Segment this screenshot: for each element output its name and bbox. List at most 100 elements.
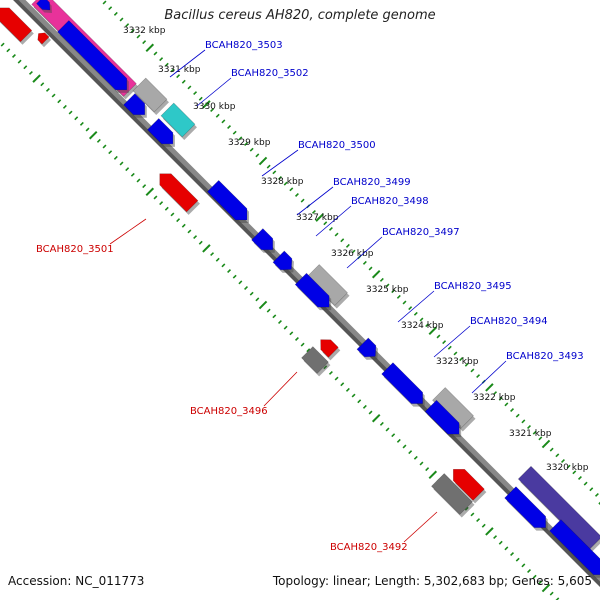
tick-row-lower (538, 580, 543, 585)
tick-row-upper (142, 40, 147, 45)
tick-row-upper (485, 383, 494, 392)
gene-3498 (251, 228, 274, 251)
scale-label: 3330 kbp (193, 102, 236, 112)
tick-row-upper (351, 249, 356, 254)
label-leader (296, 186, 334, 216)
tick-row-lower (202, 244, 211, 253)
tick-row-lower (283, 325, 288, 330)
tick-row-lower (102, 144, 107, 149)
tick-row-upper (170, 68, 175, 73)
tick-row-upper (419, 317, 424, 322)
tick-row-upper (249, 147, 254, 152)
tick-row-lower (85, 127, 90, 132)
scale-label: 3321 kbp (509, 429, 552, 439)
tick-row-lower (232, 274, 237, 279)
tick-row-lower (345, 387, 350, 392)
tick-row-lower (108, 150, 113, 155)
tick-row-lower (371, 413, 381, 423)
tick-row-upper (425, 323, 430, 328)
tick-row-lower (357, 399, 362, 404)
tick-row-lower (153, 195, 158, 200)
gene-small-red (37, 32, 50, 45)
tick-row-lower (130, 172, 135, 177)
scale-label: 3329 kbp (228, 138, 271, 148)
tick-row-lower (379, 421, 384, 426)
tick-row-upper (283, 181, 288, 186)
gene-label-forward: BCAH820_3494 (470, 316, 548, 327)
tick-row-upper (215, 113, 220, 118)
gene-3499 (206, 179, 248, 221)
tick-row-lower (510, 552, 515, 557)
tick-row-lower (244, 286, 248, 290)
label-leader (471, 360, 507, 394)
tick-row-lower (323, 365, 328, 370)
tick-row-lower (498, 540, 503, 545)
tick-row-upper (464, 362, 469, 367)
tick-row-upper (255, 153, 260, 158)
tick-row-lower (425, 467, 430, 472)
tick-row-lower (40, 82, 45, 87)
gray-feature-3502 (132, 77, 168, 113)
tick-row-lower (142, 184, 147, 189)
tick-row-lower (413, 455, 418, 460)
genome-info-text: Topology: linear; Length: 5,302,683 bp; … (272, 574, 592, 588)
tick-row-upper (238, 136, 243, 141)
tick-row-lower (402, 444, 407, 449)
scale-label: 3326 kbp (331, 249, 374, 259)
gene-label-reverse: BCAH820_3492 (330, 542, 408, 553)
tick-row-lower (221, 263, 226, 268)
scale-label: 3325 kbp (366, 285, 409, 295)
gene-label-forward: BCAH820_3498 (351, 196, 429, 207)
tick-row-upper (549, 447, 554, 452)
tick-row-lower (340, 382, 345, 387)
tick-row-lower (391, 433, 396, 438)
tick-row-upper (470, 368, 475, 373)
tick-row-upper (258, 156, 268, 166)
tick-row-lower (408, 450, 413, 455)
label-leader (403, 511, 438, 543)
tick-row-upper (210, 108, 215, 113)
tick-row-lower (334, 376, 339, 381)
gene-labels: BCAH820_3503BCAH820_3502BCAH820_3500BCAH… (36, 40, 584, 553)
tick-row-upper (391, 289, 396, 294)
tick-row-upper (515, 413, 520, 418)
tick-row-upper (328, 226, 333, 231)
gene-3497b (272, 250, 293, 271)
tick-row-upper (561, 459, 565, 463)
tick-row-upper (589, 487, 594, 492)
tick-row-upper (541, 439, 551, 449)
gene-3495 (356, 337, 377, 358)
label-leader (196, 77, 232, 107)
tick-row-upper (315, 213, 324, 222)
label-leader (397, 290, 435, 323)
accession-text: Accession: NC_011773 (8, 574, 145, 588)
tick-row-lower (396, 438, 401, 443)
tick-row-upper (368, 266, 373, 271)
tick-row-upper (119, 17, 124, 22)
gene-label-reverse: BCAH820_3496 (190, 406, 268, 417)
tick-row-lower (88, 130, 98, 140)
label-leader (109, 218, 147, 245)
tick-row-upper (187, 85, 192, 90)
gene-3492 (452, 468, 485, 501)
tick-row-upper (362, 260, 367, 265)
tick-row-upper (181, 79, 186, 84)
tick-row-upper (408, 306, 413, 311)
tick-row-upper (436, 334, 441, 339)
tick-row-upper (521, 419, 526, 424)
tick-row-upper (385, 283, 390, 288)
tick-row-lower (272, 314, 277, 319)
tick-row-lower (32, 74, 41, 83)
gene-top-small (36, 0, 51, 11)
tick-row-upper (227, 125, 232, 130)
scale-label: 3332 kbp (123, 26, 166, 36)
gene-left-edge (0, 7, 33, 43)
gene-3496 (320, 339, 339, 358)
tick-row-lower (419, 461, 424, 466)
tick-row-upper (198, 96, 203, 101)
tick-row-lower (215, 257, 220, 262)
tick-row-lower (470, 512, 475, 517)
tick-row-lower (17, 59, 22, 64)
